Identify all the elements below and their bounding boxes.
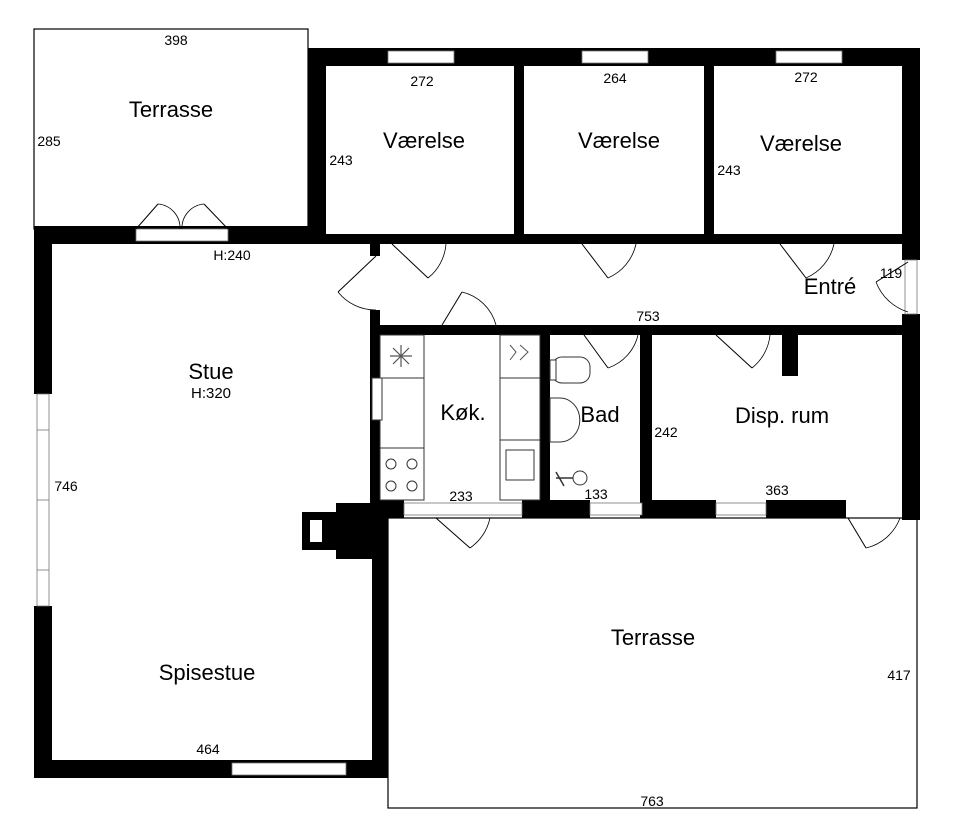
room-stue: Stue [188,359,233,384]
fixtures [371,334,591,501]
dim-kokken-width: 233 [449,488,473,504]
dim-spisestue-width: 464 [196,741,220,757]
room-terrasse-bottom: Terrasse [611,625,695,650]
dim-terrasse-top-depth: 285 [37,133,61,149]
room-disp-rum: Disp. rum [735,403,829,428]
room-terrasse-top: Terrasse [129,97,213,122]
terrace-bottom-outline [387,517,918,809]
room-stue-height: H:320 [191,385,231,402]
dim-disp-rum-depth: 242 [654,424,678,440]
windows [36,50,918,776]
dim-terrasse-bottom-width: 763 [640,793,664,809]
room-kokken: Køk. [440,400,485,425]
dim-vaerelse-2-width: 264 [603,70,627,86]
room-vaerelse-2: Værelse [578,128,660,153]
dim-terrasse-door-height: H:240 [213,247,251,263]
dim-terrasse-top-width: 398 [164,32,188,48]
dim-bad-width: 133 [584,486,608,502]
room-spisestue: Spisestue [159,660,256,685]
dim-vaerelse-3-depth: 243 [717,162,741,178]
terrace-top-outline [33,28,309,230]
room-vaerelse-1: Værelse [383,128,465,153]
dim-vaerelse-1-depth: 243 [329,152,353,168]
room-vaerelse-3: Værelse [760,131,842,156]
dim-hall-length: 753 [636,308,660,324]
dim-vaerelse-1-width: 272 [410,73,434,89]
dim-terrasse-bottom-depth: 417 [887,667,911,683]
room-bad: Bad [580,402,619,427]
dim-vaerelse-3-width: 272 [794,69,818,85]
room-entre: Entré [804,274,857,299]
dim-disp-rum-width: 363 [765,482,789,498]
dim-entre-door-width: 119 [880,265,903,281]
dim-stue-length: 746 [54,478,78,494]
doors [135,203,909,549]
